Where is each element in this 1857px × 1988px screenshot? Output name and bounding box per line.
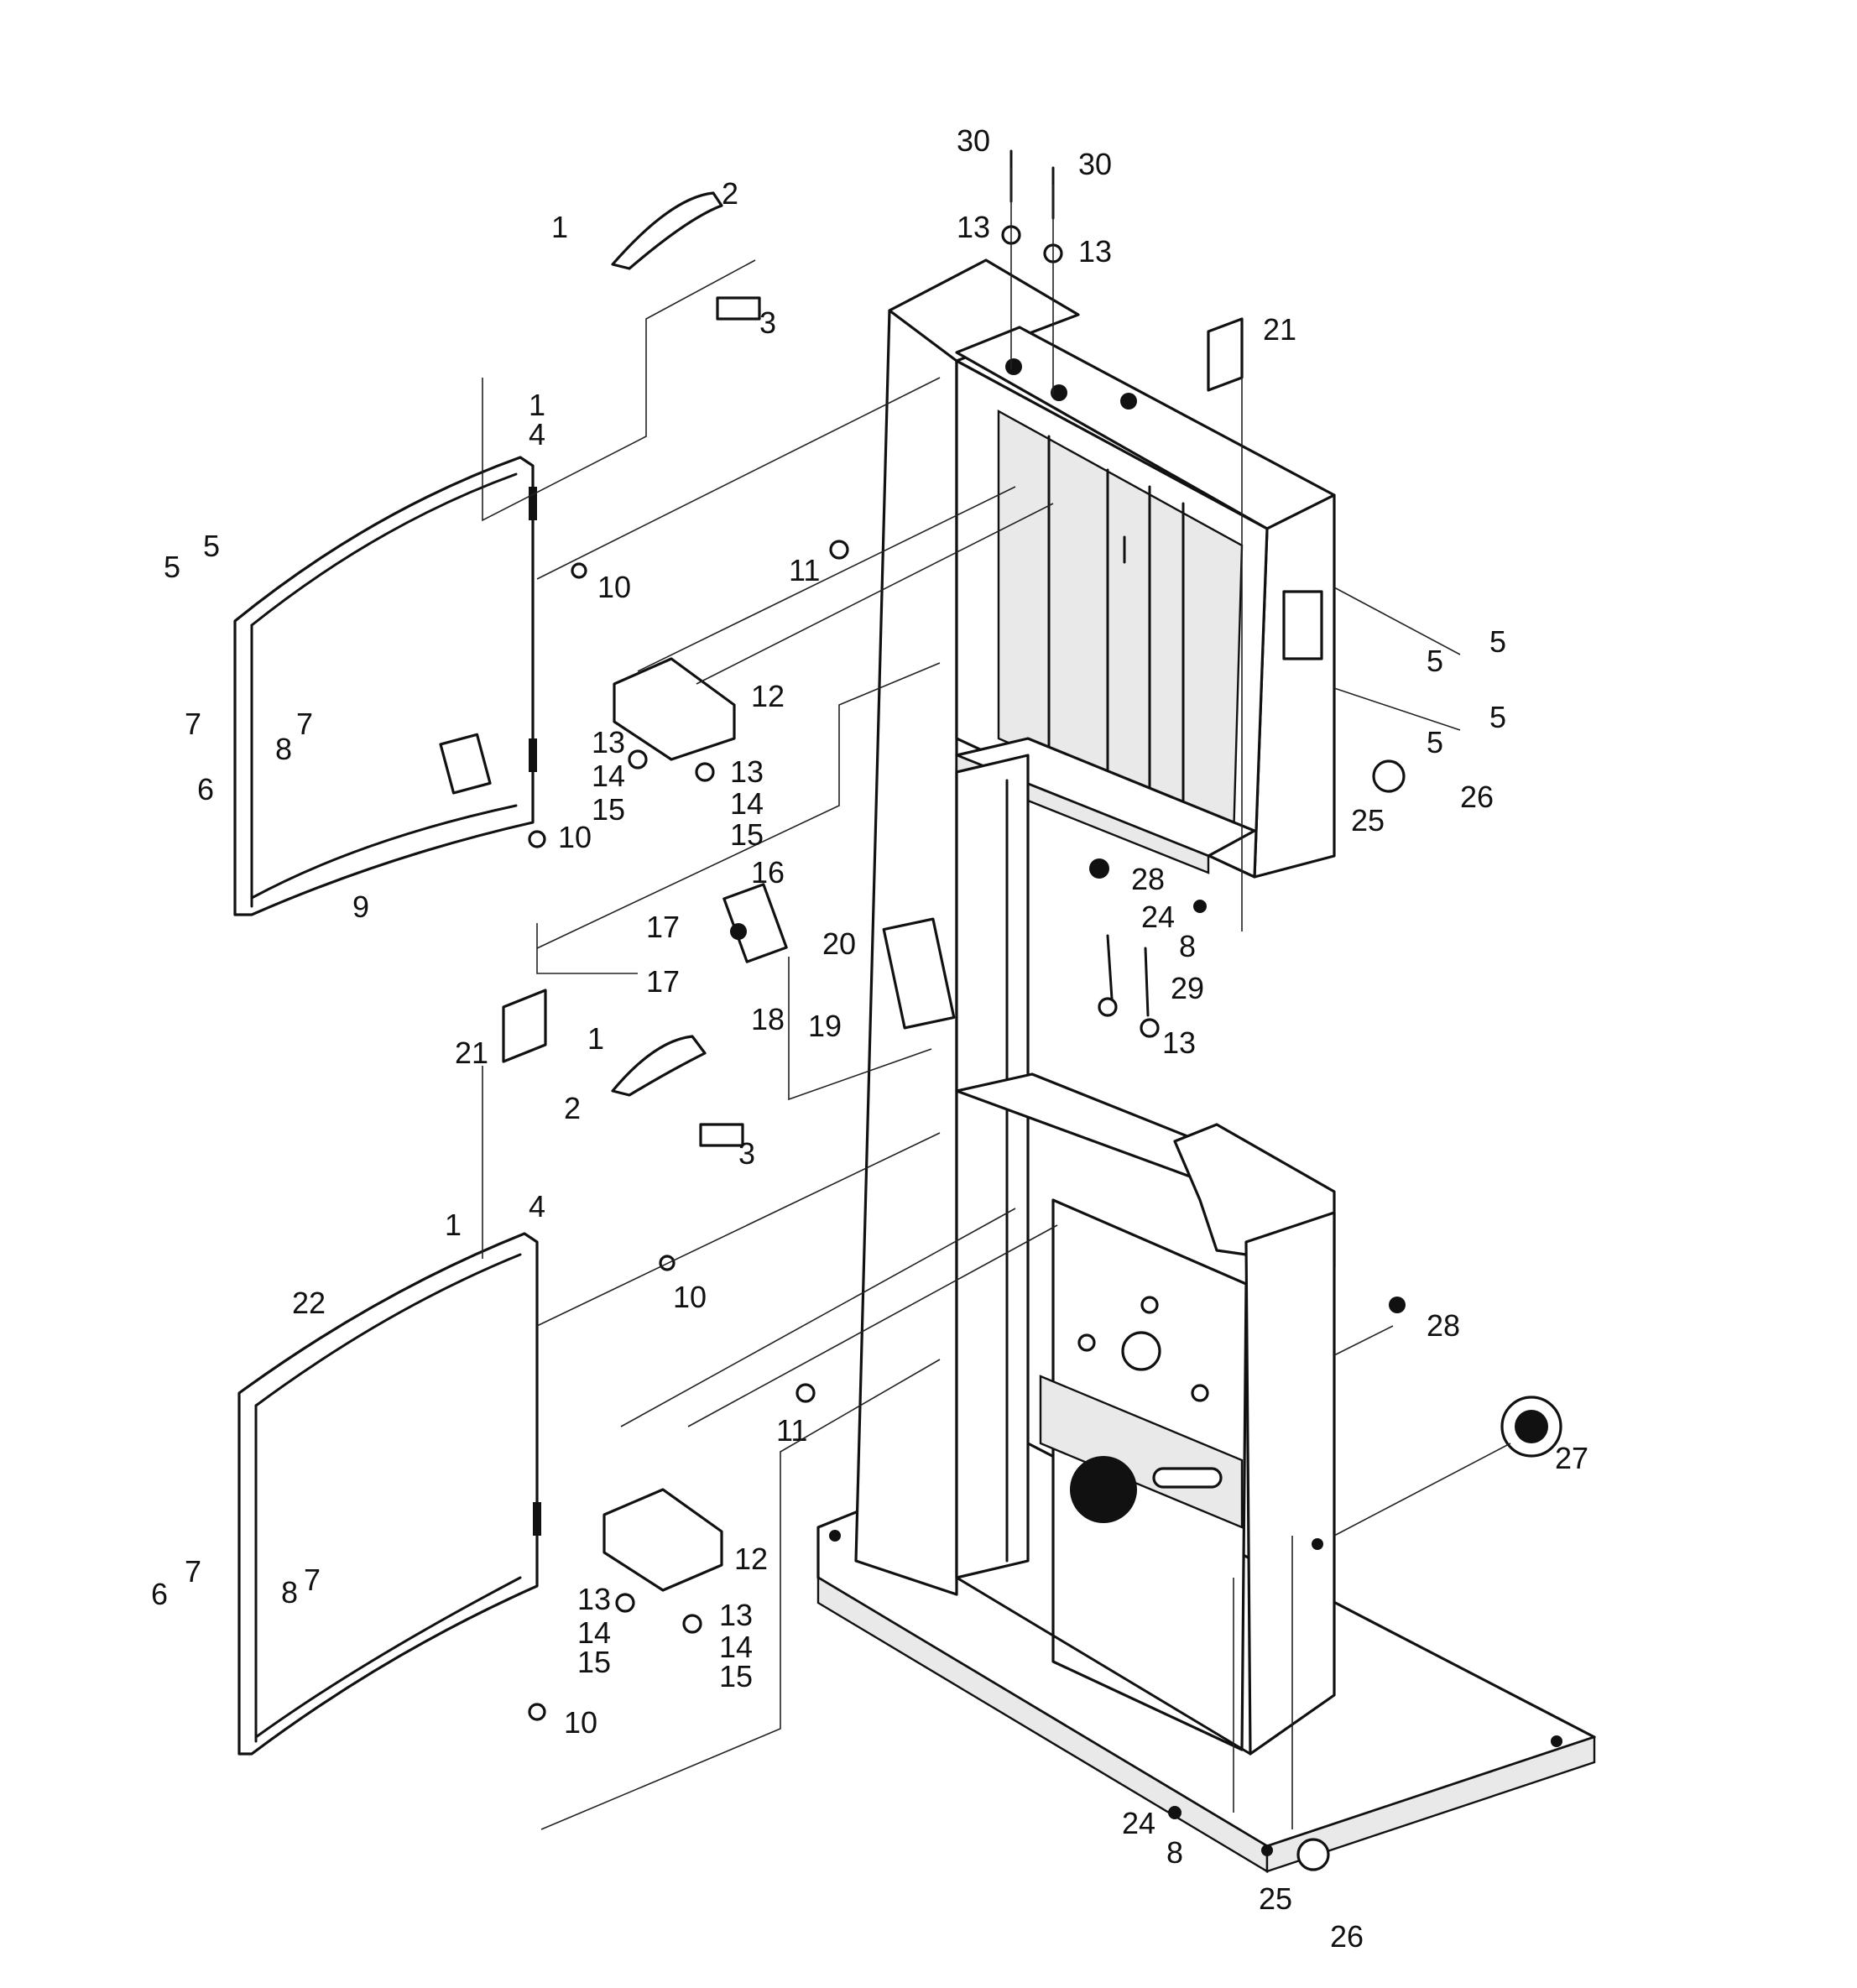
callout-13: 13 (577, 1582, 611, 1616)
callout-13: 13 (1162, 1025, 1196, 1060)
callout-12: 12 (751, 679, 785, 713)
callout-5: 5 (164, 550, 180, 584)
callout-8: 8 (281, 1575, 298, 1610)
callout-30: 30 (957, 123, 990, 158)
callout-13: 13 (1078, 234, 1112, 269)
callout-15: 15 (730, 817, 764, 852)
callout-15: 15 (577, 1645, 611, 1679)
callout-11: 11 (776, 1413, 807, 1448)
callout-6: 6 (151, 1577, 168, 1611)
callout-1: 1 (587, 1021, 604, 1056)
callout-16: 16 (751, 855, 785, 890)
callout-8: 8 (1179, 929, 1196, 963)
callout-10: 10 (558, 820, 592, 854)
callout-8: 8 (1166, 1835, 1183, 1870)
callout-15: 15 (719, 1659, 753, 1693)
upper-door (233, 456, 537, 916)
callout-12: 12 (734, 1542, 768, 1576)
callout-21: 21 (1263, 312, 1296, 347)
callout-25: 25 (1259, 1881, 1292, 1916)
callout-1: 1 (551, 210, 568, 244)
callout-2: 2 (722, 176, 738, 211)
callout-8: 8 (275, 732, 292, 766)
callout-22: 22 (292, 1286, 326, 1320)
callout-13: 13 (957, 210, 990, 244)
callout-17: 17 (646, 910, 680, 944)
callout-14: 14 (592, 759, 625, 793)
callout-5: 5 (1489, 624, 1506, 659)
callout-4: 4 (529, 417, 545, 451)
callout-13: 13 (719, 1598, 753, 1632)
callout-13: 13 (730, 754, 764, 789)
callout-7: 7 (185, 1554, 201, 1589)
callout-14: 14 (577, 1615, 611, 1650)
callout-1: 1 (529, 388, 545, 422)
callout-28: 28 (1131, 862, 1165, 896)
callout-15: 15 (592, 792, 625, 827)
callout-9: 9 (352, 890, 369, 924)
callout-6: 6 (197, 772, 214, 806)
callout-27: 27 (1555, 1441, 1588, 1475)
callout-7: 7 (304, 1563, 321, 1597)
callout-30: 30 (1078, 147, 1112, 181)
callout-5: 5 (1489, 700, 1506, 734)
assembly-lines (482, 168, 1511, 1830)
callout-21: 21 (455, 1036, 488, 1070)
callout-14: 14 (730, 786, 764, 821)
callout-labels: 30 30 13 13 21 1 2 3 1 4 5 5 10 11 5 5 5… (151, 123, 1588, 1954)
callout-18: 18 (751, 1002, 785, 1036)
callout-5: 5 (1427, 725, 1443, 759)
callout-24: 24 (1141, 900, 1175, 934)
callout-3: 3 (738, 1136, 755, 1171)
callout-4: 4 (529, 1189, 545, 1224)
callout-17: 17 (646, 964, 680, 999)
lower-door (237, 1232, 541, 1756)
callout-13: 13 (592, 725, 625, 759)
small-parts (502, 149, 1562, 1871)
callout-20: 20 (822, 926, 856, 961)
callout-5: 5 (1427, 644, 1443, 678)
callout-7: 7 (296, 707, 313, 741)
callout-29: 29 (1171, 971, 1204, 1005)
callout-7: 7 (185, 707, 201, 741)
callout-26: 26 (1460, 780, 1494, 814)
callout-10: 10 (597, 570, 631, 604)
callout-1: 1 (445, 1208, 462, 1242)
callout-25: 25 (1351, 803, 1385, 837)
callout-10: 10 (673, 1280, 707, 1314)
callout-11: 11 (789, 553, 820, 587)
callout-14: 14 (719, 1630, 753, 1664)
callout-28: 28 (1427, 1308, 1460, 1343)
callout-3: 3 (759, 305, 776, 340)
callout-5: 5 (203, 529, 220, 563)
callout-19: 19 (808, 1009, 842, 1043)
callout-10: 10 (564, 1705, 597, 1740)
main-frame (816, 258, 1596, 1874)
callout-2: 2 (564, 1091, 581, 1125)
callout-26: 26 (1330, 1919, 1364, 1954)
callout-24: 24 (1122, 1806, 1155, 1840)
